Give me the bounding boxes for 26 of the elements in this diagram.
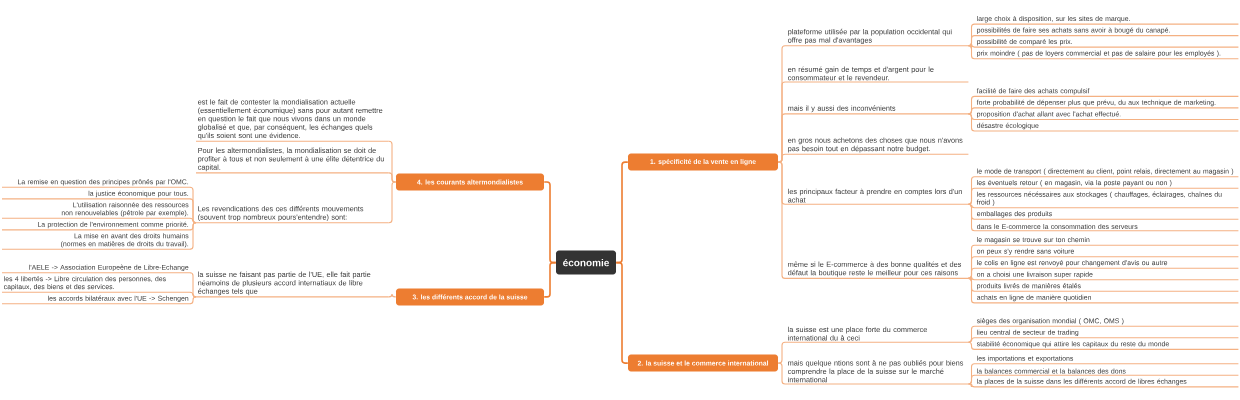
connector bbox=[387, 293, 397, 298]
connector bbox=[967, 383, 976, 388]
connector bbox=[967, 337, 976, 343]
connector bbox=[189, 291, 197, 298]
connector bbox=[777, 362, 787, 385]
connector bbox=[543, 181, 557, 264]
connector bbox=[777, 161, 787, 279]
connector bbox=[777, 153, 787, 163]
connector bbox=[967, 277, 976, 304]
connector bbox=[777, 341, 787, 364]
connector bbox=[967, 267, 976, 279]
connector bbox=[189, 296, 197, 305]
connector bbox=[189, 217, 197, 224]
connector bbox=[967, 45, 976, 60]
connector bbox=[967, 107, 976, 115]
connector bbox=[967, 35, 976, 47]
connector bbox=[967, 374, 976, 385]
central-topic-box: économie bbox=[556, 250, 616, 275]
connector bbox=[387, 181, 397, 224]
connector bbox=[387, 172, 397, 183]
connector bbox=[967, 341, 976, 350]
connector bbox=[967, 203, 976, 232]
connector bbox=[189, 222, 197, 250]
connector bbox=[967, 187, 976, 205]
connector bbox=[615, 261, 629, 364]
connector bbox=[967, 113, 976, 132]
